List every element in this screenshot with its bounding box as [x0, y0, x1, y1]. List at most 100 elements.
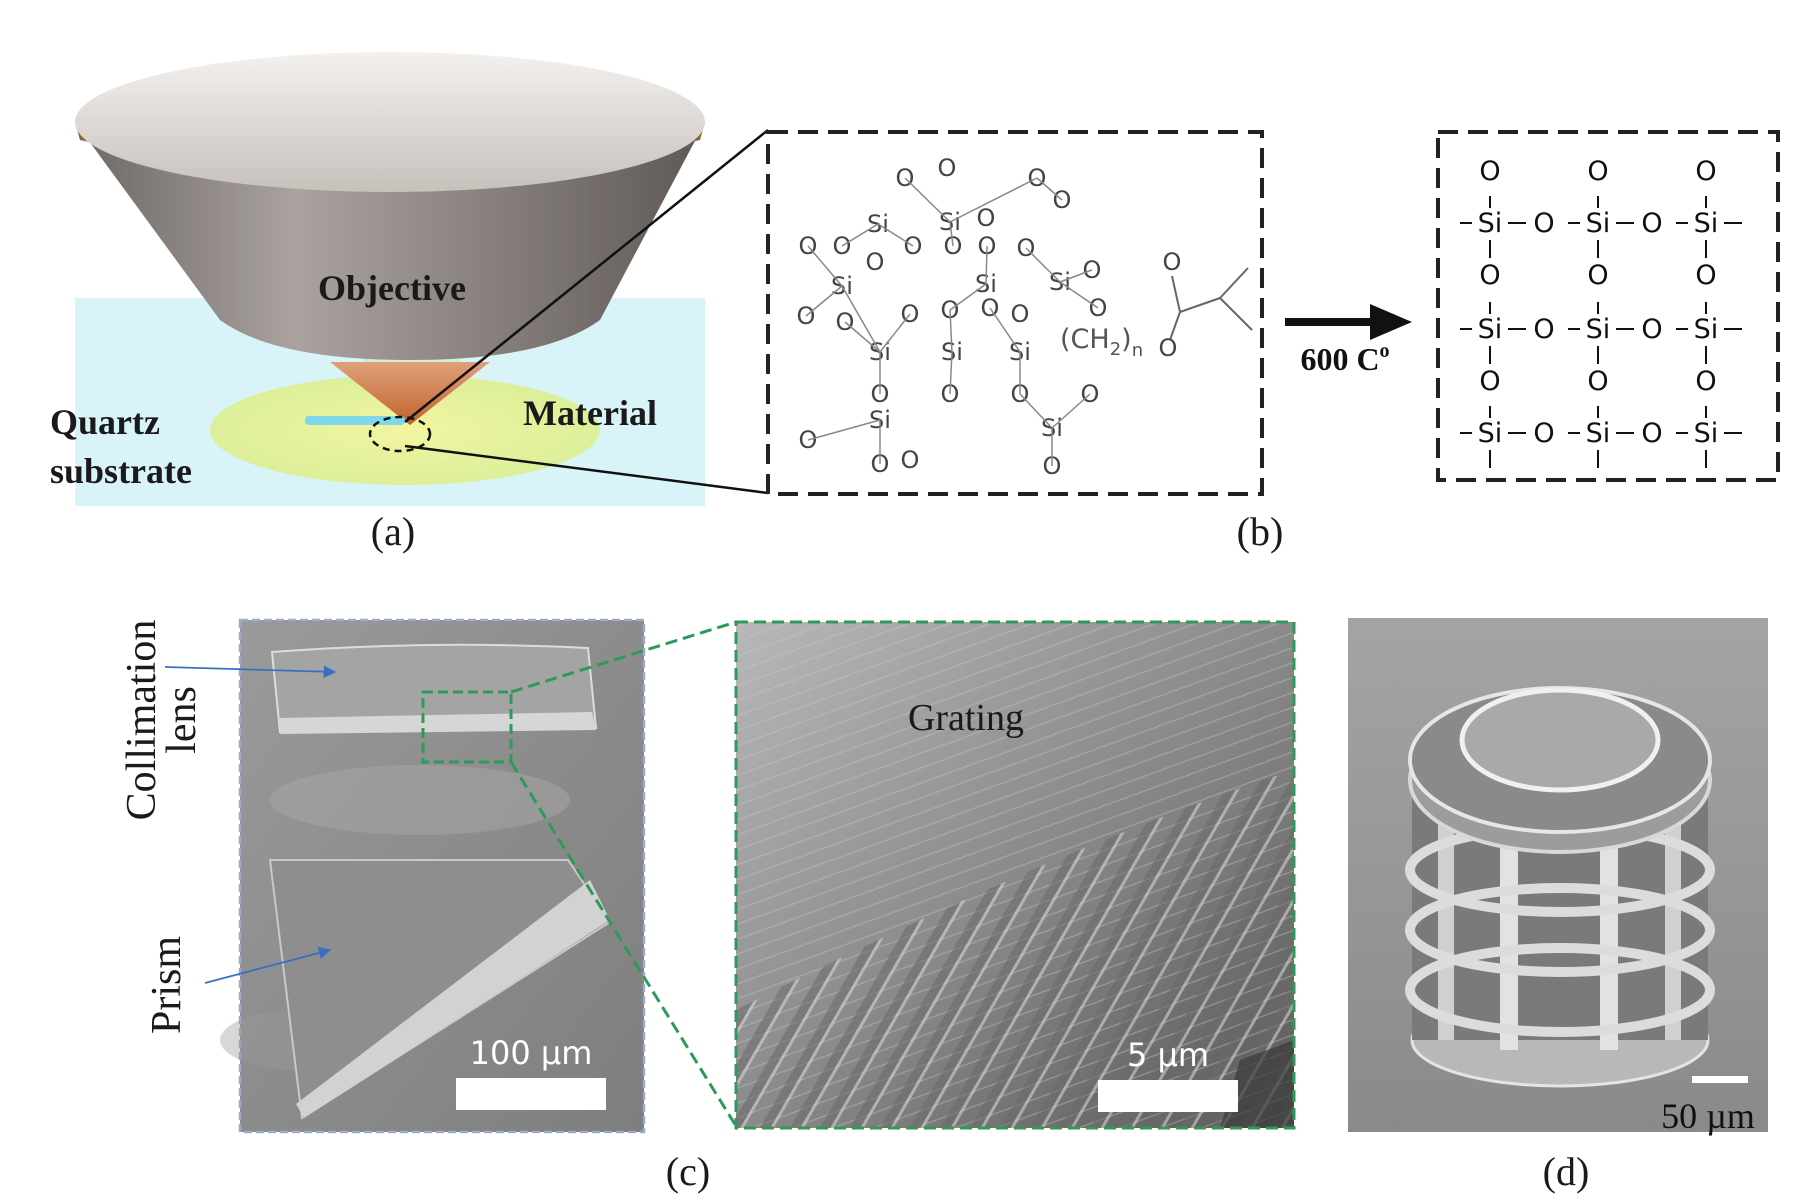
zoom-line-top: [404, 129, 769, 423]
si-atom: Si: [1694, 418, 1719, 449]
o-atom: O: [1695, 156, 1716, 187]
conversion-arrow-head: [1370, 304, 1412, 340]
cage-ring-3: [1405, 943, 1715, 1037]
cage-pillar-1: [1438, 790, 1454, 1040]
objective-top: [75, 52, 705, 192]
bond: [949, 283, 987, 311]
focus-circle: [368, 415, 432, 453]
o-atom: O: [1641, 208, 1662, 239]
sem-texture-1: [270, 765, 570, 835]
o-atom: O: [901, 446, 920, 474]
o-atom: O: [1533, 208, 1554, 239]
collimation-label-line1: Collimation: [119, 620, 165, 821]
grating-frame: [734, 620, 1296, 1130]
chain-text: (CH2)n: [1060, 324, 1143, 361]
quartz-label-line1: Quartz: [50, 402, 160, 442]
cage-lens: [1459, 687, 1661, 793]
bond: [904, 177, 951, 223]
panel-b: OOOOOOOOOOOOOOOOOOOOOOOOOOOOSiSiSiSiSiSi…: [766, 130, 1780, 554]
chain-label: (CH2)n: [1060, 324, 1143, 361]
sem-overview: 100 µm: [220, 618, 646, 1134]
cage-structure: [1405, 686, 1715, 1088]
quartz-label-line2: substrate: [50, 451, 192, 491]
o-atom: O: [1479, 366, 1500, 397]
si-atom: Si: [1586, 314, 1611, 345]
prism-edge: [296, 880, 610, 1118]
bond: [1059, 281, 1099, 309]
bond: [1171, 275, 1181, 313]
bond: [1219, 267, 1249, 299]
scale-bar-100: [456, 1078, 606, 1110]
bond: [1179, 297, 1221, 313]
printed-structure: [305, 416, 405, 425]
o-atom: O: [1479, 156, 1500, 187]
o-atom: O: [1533, 418, 1554, 449]
si-atom: Si: [1478, 314, 1503, 345]
collimation-lens-shape: [270, 643, 598, 734]
bond: [841, 285, 881, 353]
zoom-line-bottom: [404, 444, 769, 495]
o-atom: O: [938, 154, 957, 182]
o-atom: O: [1479, 260, 1500, 291]
bond: [1036, 177, 1063, 201]
scale-bar-50: [1692, 1076, 1748, 1083]
o-atom: O: [866, 248, 885, 276]
bond: [1219, 297, 1253, 331]
cage-ring-2: [1405, 883, 1715, 977]
grating-shadow: [1220, 1040, 1294, 1128]
si-atom: Si: [1694, 208, 1719, 239]
bond: [841, 223, 879, 247]
bond: [1019, 393, 1053, 429]
scale-bar-5: [1098, 1080, 1238, 1112]
panel-c: 100 µm Collimation lens Prism Grating 5 …: [119, 618, 1296, 1194]
bond: [949, 177, 1038, 223]
annotation-arrow-lens: [164, 665, 337, 678]
si-atom: Si: [1694, 314, 1719, 345]
bond: [1051, 393, 1091, 429]
prism-label: Prism: [144, 936, 190, 1034]
caption-d: (d): [1543, 1149, 1590, 1194]
bond: [1059, 269, 1093, 283]
grating-label: Grating: [908, 697, 1024, 739]
si-atom: Si: [1586, 208, 1611, 239]
bond: [1025, 247, 1061, 283]
scale-label-5: 5 µm: [1127, 1036, 1209, 1074]
bond: [807, 245, 843, 287]
scale-label-100: 100 µm: [470, 1034, 593, 1072]
panel-a: Objective Material Quartz substrate (a): [50, 52, 705, 554]
o-atom: O: [1641, 418, 1662, 449]
si-atom: Si: [1478, 208, 1503, 239]
collimation-label-line2: lens: [159, 686, 205, 754]
cage-pillar-4: [1665, 790, 1681, 1040]
bond: [805, 285, 843, 317]
zoom-line-c-top: [510, 620, 737, 694]
panel-d: 50 µm (d): [1348, 618, 1768, 1194]
silica-frame: [1436, 130, 1780, 482]
o-atom: O: [1695, 260, 1716, 291]
si-atom: Si: [1586, 418, 1611, 449]
zoom-box: [421, 690, 513, 764]
sem-grating: Grating 5 µm: [734, 620, 1296, 1130]
o-atom: O: [977, 204, 996, 232]
bond: [949, 221, 954, 247]
o-atom: O: [1533, 314, 1554, 345]
bond: [807, 419, 881, 441]
o-atom: O: [1587, 156, 1608, 187]
bond: [949, 309, 953, 353]
scale-label-50: 50 µm: [1661, 1096, 1755, 1136]
o-atom: O: [1011, 300, 1030, 328]
cage-pillar-2: [1500, 800, 1518, 1050]
bond: [949, 351, 953, 395]
temperature-label: 600 Co: [1300, 340, 1389, 377]
objective-label: Objective: [318, 268, 466, 308]
cage-pillar-3: [1600, 800, 1618, 1050]
o-atom: O: [1159, 334, 1178, 362]
precursor-molecule: OOOOOOOOOOOOOOOOOOOOOOOOOOOOSiSiSiSiSiSi…: [797, 154, 1253, 480]
grating-region: [736, 770, 1294, 1128]
o-atom: O: [1587, 366, 1608, 397]
objective-tip: [330, 362, 490, 425]
collimation-lens-edge: [280, 712, 596, 734]
o-atom: O: [1587, 260, 1608, 291]
